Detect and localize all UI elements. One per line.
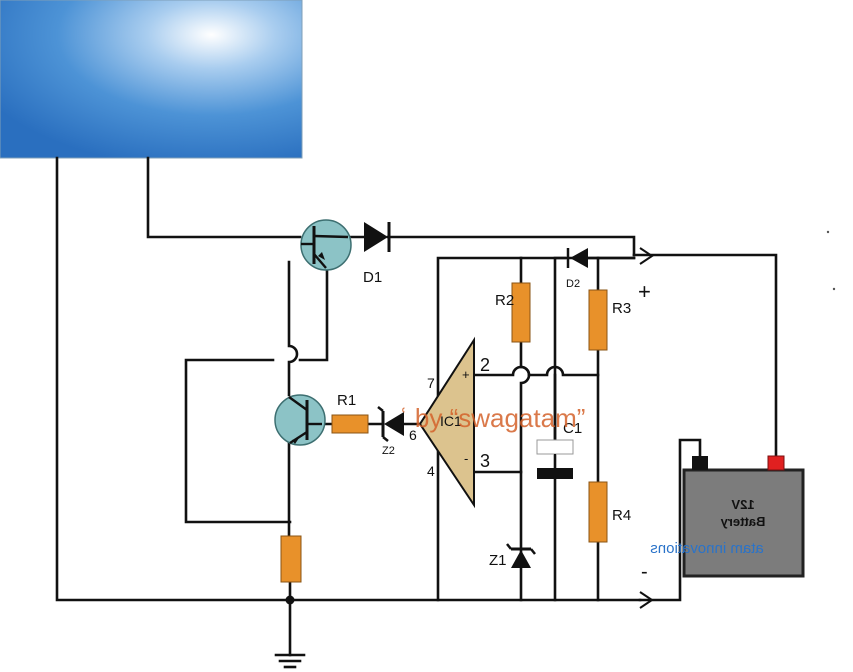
battery-positive-terminal	[767, 455, 785, 471]
resistor-r4	[588, 481, 608, 543]
solar-panel	[0, 0, 303, 159]
opamp-ic1	[418, 336, 475, 509]
minus-terminal-arrow	[639, 591, 654, 609]
label-z2: Z2	[382, 445, 395, 457]
capacitor-c1	[536, 439, 574, 479]
watermark-brand-mirrored: atam innovations	[650, 540, 763, 557]
pin-4: 4	[427, 463, 435, 479]
speck	[832, 287, 836, 291]
label-z1: Z1	[489, 552, 507, 569]
pin-2: 2	[480, 355, 490, 375]
plus-terminal-arrow	[639, 247, 654, 265]
label-plus: +	[638, 279, 651, 304]
opamp-ic-label: IC1	[440, 413, 462, 429]
junction-dot	[285, 595, 295, 605]
label-c1: C1	[563, 420, 582, 437]
pin-6: 6	[409, 427, 417, 443]
label-r2: R2	[495, 292, 514, 309]
resistor-r3	[588, 289, 608, 351]
label-r3: R3	[612, 300, 631, 317]
label-d2: D2	[566, 278, 580, 290]
battery-label-mirrored: 12V Battery	[720, 497, 766, 529]
label-minus: -	[641, 561, 648, 583]
battery-negative-terminal	[692, 456, 708, 470]
opamp-minus-sign: -	[464, 451, 468, 466]
opamp-plus-sign: +	[462, 367, 470, 382]
zener-z2	[377, 406, 404, 442]
resistor-r2	[511, 282, 531, 343]
transistor-bottom	[274, 394, 326, 446]
watermark-brand: atam innovations	[650, 540, 763, 557]
label-d1: D1	[363, 269, 382, 286]
transistor-top	[300, 219, 352, 271]
speck	[826, 230, 830, 234]
diode-d2	[566, 248, 588, 268]
watermark-author: ʿ by “swagatam”	[399, 403, 585, 433]
pin-7: 7	[427, 375, 435, 391]
zener-z1	[506, 543, 536, 568]
battery	[682, 455, 805, 578]
battery-voltage: 12V	[731, 497, 754, 512]
label-r4: R4	[612, 507, 631, 524]
battery-name: Battery	[720, 514, 766, 529]
diode-d1	[364, 222, 391, 252]
resistor-bottom	[280, 535, 302, 583]
label-r1: R1	[337, 392, 356, 409]
resistor-r1	[331, 414, 369, 434]
pin-3: 3	[480, 451, 490, 471]
